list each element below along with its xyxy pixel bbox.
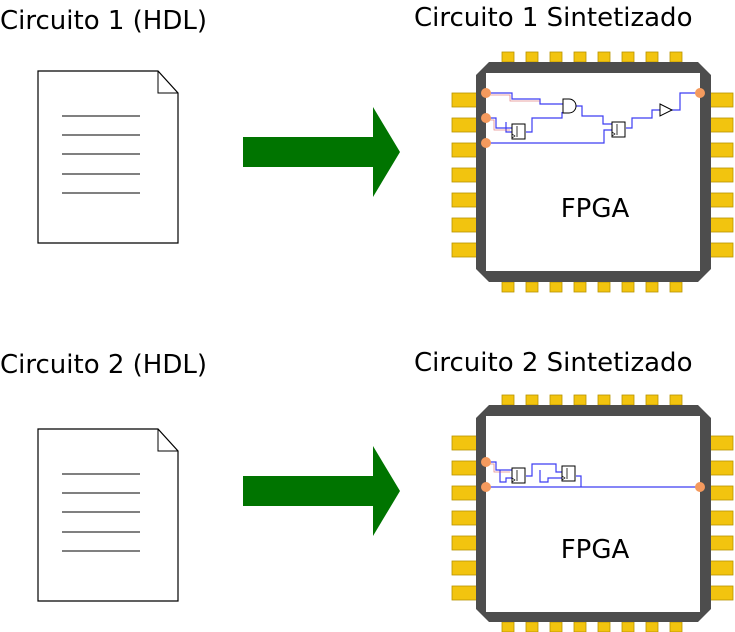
- fpga-chip-2: FPGA: [451, 394, 734, 632]
- hdl-document-icon-1: [37, 70, 179, 244]
- io-pad: [481, 138, 491, 148]
- flipflop-2b: [561, 465, 576, 482]
- circuit-wires-2: [486, 461, 700, 488]
- circuit-wires-1: [486, 92, 700, 144]
- synthesis-arrow-1: [243, 107, 400, 197]
- io-pad: [695, 482, 705, 492]
- io-pad: [481, 457, 491, 467]
- synth-title-1: Circuito 1 Sintetizado: [414, 3, 693, 33]
- io-pad: [481, 88, 491, 98]
- fpga-chip-1: FPGA: [451, 51, 734, 293]
- hdl-title-1: Circuito 1 (HDL): [0, 6, 208, 36]
- flipflop-1b: [611, 121, 626, 138]
- chip-label-2: FPGA: [561, 535, 630, 565]
- io-pad: [481, 482, 491, 492]
- and-gate-1: [562, 98, 577, 114]
- synthesis-arrow-2: [243, 446, 400, 536]
- io-pad: [695, 88, 705, 98]
- hdl-document-icon-2: [37, 428, 179, 602]
- hdl-title-2: Circuito 2 (HDL): [0, 350, 208, 380]
- flipflop-1a: [511, 123, 526, 140]
- flipflop-2a: [511, 467, 526, 484]
- buffer-gate-1: [659, 103, 674, 117]
- synth-title-2: Circuito 2 Sintetizado: [414, 348, 693, 378]
- io-pad: [481, 113, 491, 123]
- chip-label-1: FPGA: [561, 194, 630, 224]
